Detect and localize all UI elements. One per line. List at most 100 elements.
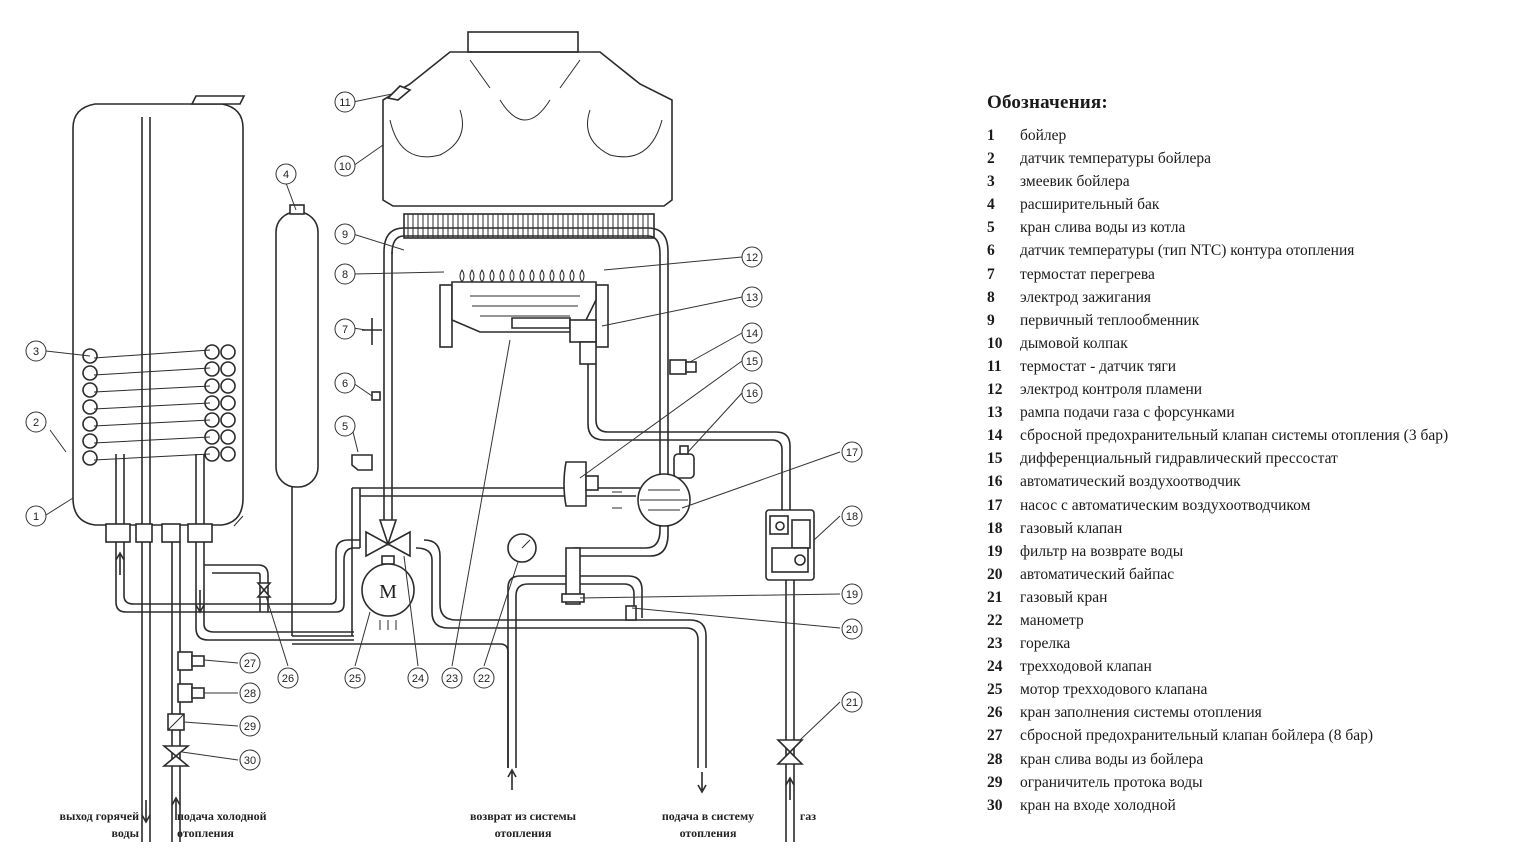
legend-item-number: 21 <box>987 588 1003 606</box>
callout-25: 25 <box>344 667 366 689</box>
label-heating-supply-2: отопления <box>680 826 737 840</box>
callout-markers: 1234567891011121314151617181920212223242… <box>25 91 863 771</box>
legend-item-number: 22 <box>987 611 1003 629</box>
legend-item-number: 3 <box>987 173 995 191</box>
callout-number: 23 <box>446 673 458 685</box>
legend-item-text: дифференциальный гидравлический прессост… <box>1020 450 1338 468</box>
callout-29: 29 <box>239 715 261 737</box>
cold-line-fittings <box>161 651 205 767</box>
legend-item-text: манометр <box>1020 611 1084 629</box>
callout-23: 23 <box>441 667 463 689</box>
legend-item-number: 16 <box>987 473 1003 491</box>
callout-9: 9 <box>334 223 356 245</box>
legend-item-number: 5 <box>987 219 995 237</box>
callout-21: 21 <box>841 691 863 713</box>
legend-item-number: 6 <box>987 242 995 260</box>
legend-item-number: 12 <box>987 381 1003 399</box>
legend-item: 18 газовый клапан <box>987 517 1527 540</box>
legend-item-text: ограничитель протока воды <box>1020 773 1203 791</box>
legend-item-text: термостат перегрева <box>1020 265 1155 283</box>
callout-number: 19 <box>846 589 858 601</box>
legend-item-text: первичный теплообменник <box>1020 311 1200 329</box>
callout-number: 4 <box>283 169 289 181</box>
label-hot-water-out-2: воды <box>112 826 140 840</box>
callout-number: 27 <box>244 658 256 670</box>
legend-item-text: кран на входе холодной <box>1020 796 1176 814</box>
boiler-coil <box>82 344 236 466</box>
legend-item-number: 10 <box>987 334 1003 352</box>
legend-item: 8 электрод зажигания <box>987 286 1527 309</box>
legend-item-number: 14 <box>987 427 1003 445</box>
legend-item-text: рампа подачи газа с форсунками <box>1020 404 1235 422</box>
callout-16: 16 <box>741 382 763 404</box>
legend-item-text: автоматический воздухоотводчик <box>1020 473 1241 491</box>
legend-item-number: 25 <box>987 681 1003 699</box>
legend-item-number: 17 <box>987 496 1003 514</box>
legend-item-number: 15 <box>987 450 1003 468</box>
legend-item-number: 1 <box>987 127 995 144</box>
legend-item-number: 4 <box>987 196 995 214</box>
legend-item-number: 29 <box>987 773 1003 791</box>
callout-number: 13 <box>746 292 758 304</box>
callout-26: 26 <box>277 667 299 689</box>
legend-item-text: сбросной предохранительный клапан бойлер… <box>1020 727 1374 745</box>
legend-item: 30 кран на входе холодной <box>987 794 1527 817</box>
expansion-tank <box>275 204 319 636</box>
callout-number: 5 <box>342 421 348 433</box>
callout-number: 26 <box>282 673 294 685</box>
flue-hood <box>382 31 673 207</box>
callout-number: 1 <box>33 511 39 523</box>
callout-number: 16 <box>746 388 758 400</box>
callout-number: 18 <box>846 511 858 523</box>
callout-number: 6 <box>342 378 348 390</box>
label-heating-return-2: отопления <box>495 826 552 840</box>
callout-number: 10 <box>339 161 351 173</box>
legend-item-text: термостат - датчик тяги <box>1020 357 1177 375</box>
legend-item-number: 9 <box>987 311 995 329</box>
callout-number: 20 <box>846 624 858 636</box>
legend-item: 16 автоматический воздухоотводчик <box>987 470 1527 493</box>
legend-item-number: 18 <box>987 519 1003 537</box>
callout-27: 27 <box>239 652 261 674</box>
flow-arrows <box>115 551 795 824</box>
legend-item-text: электрод зажигания <box>1020 288 1152 306</box>
callout-number: 7 <box>342 324 348 336</box>
return-fittings <box>507 533 637 621</box>
callout-number: 21 <box>846 697 858 709</box>
legend-item-number: 2 <box>987 150 995 168</box>
label-cold-supply-2: отопления <box>177 826 234 840</box>
callout-number: 8 <box>342 269 348 281</box>
legend-item-number: 30 <box>987 796 1003 814</box>
callout-number: 3 <box>33 346 39 358</box>
legend-item-text: трехходовой клапан <box>1020 658 1152 676</box>
legend-item-number: 27 <box>987 727 1003 745</box>
callout-13: 13 <box>741 286 763 308</box>
legend-item-text: датчик температуры (тип NTC) контура ото… <box>1020 242 1355 260</box>
legend-item-number: 23 <box>987 635 1003 653</box>
connection-labels: выход горячей воды подача холодной отопл… <box>60 809 817 840</box>
callout-number: 11 <box>339 97 350 109</box>
label-hot-water-out-1: выход горячей <box>60 809 140 823</box>
legend-item: 22 манометр <box>987 609 1527 632</box>
callout-number: 17 <box>846 447 858 459</box>
callout-number: 15 <box>746 356 758 368</box>
label-heating-return-1: возврат из системы <box>470 809 577 823</box>
legend-item-text: газовый клапан <box>1020 519 1123 537</box>
callout-2: 2 <box>25 411 47 433</box>
legend-item-number: 8 <box>987 288 995 306</box>
callout-11: 11 <box>334 91 356 113</box>
legend-item-number: 20 <box>987 565 1003 583</box>
